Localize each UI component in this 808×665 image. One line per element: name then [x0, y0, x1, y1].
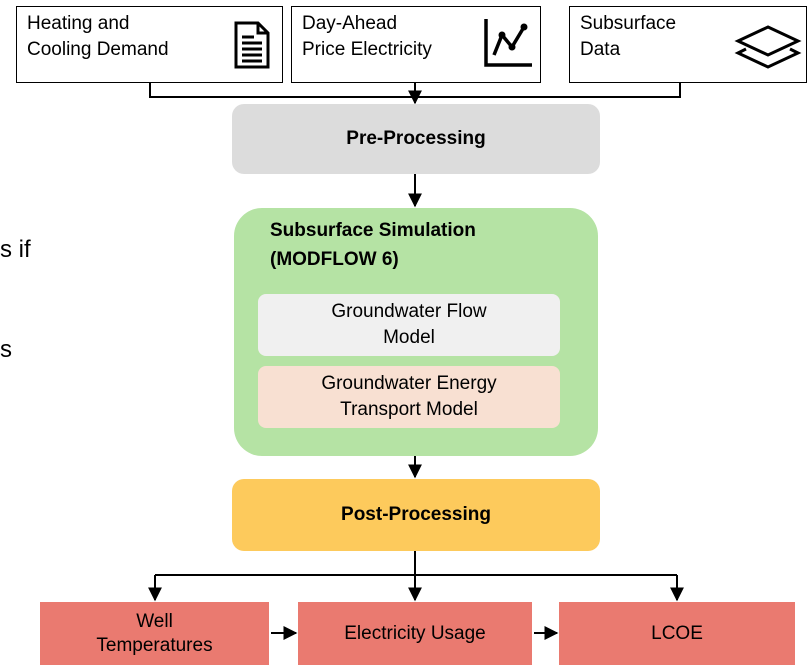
- input-heating-cooling-demand: Heating and Cooling Demand: [16, 6, 283, 83]
- input-label: Heating and Cooling Demand: [27, 13, 169, 60]
- preprocessing-box: Pre-Processing: [232, 104, 600, 174]
- input-label: Day-Ahead Price Electricity: [302, 13, 432, 60]
- groundwater-flow-model: Groundwater Flow Model: [258, 294, 560, 356]
- input-subsurface-data: Subsurface Data: [569, 6, 807, 83]
- document-icon: [234, 21, 270, 69]
- input-label: Subsurface Data: [580, 13, 677, 60]
- postprocessing-label: Post-Processing: [341, 504, 491, 525]
- simulation-box: Subsurface Simulation (MODFLOW 6) Ground…: [234, 208, 598, 456]
- output-electricity-usage: Electricity Usage: [298, 602, 532, 665]
- side-text-line-2: s: [0, 336, 12, 363]
- output-label: Electricity Usage: [344, 622, 486, 644]
- output-label: LCOE: [651, 622, 703, 644]
- simulation-title: Subsurface Simulation (MODFLOW 6): [270, 216, 476, 274]
- energy-model-label: Groundwater Energy Transport Model: [321, 373, 497, 420]
- simulation-title-line2: (MODFLOW 6): [270, 249, 399, 270]
- line-chart-icon: [484, 19, 532, 67]
- groundwater-energy-transport-model: Groundwater Energy Transport Model: [258, 366, 560, 428]
- output-lcoe: LCOE: [559, 602, 795, 665]
- postprocessing-box: Post-Processing: [232, 479, 600, 551]
- flow-model-label: Groundwater Flow Model: [331, 301, 487, 348]
- input-day-ahead-price: Day-Ahead Price Electricity: [291, 6, 541, 83]
- output-well-temperatures: Well Temperatures: [40, 602, 269, 665]
- side-text-line-1: s if: [0, 236, 31, 263]
- layers-icon: [734, 25, 802, 69]
- preprocessing-label: Pre-Processing: [346, 128, 486, 149]
- simulation-title-line1: Subsurface Simulation: [270, 220, 476, 241]
- output-label: Well Temperatures: [96, 610, 213, 656]
